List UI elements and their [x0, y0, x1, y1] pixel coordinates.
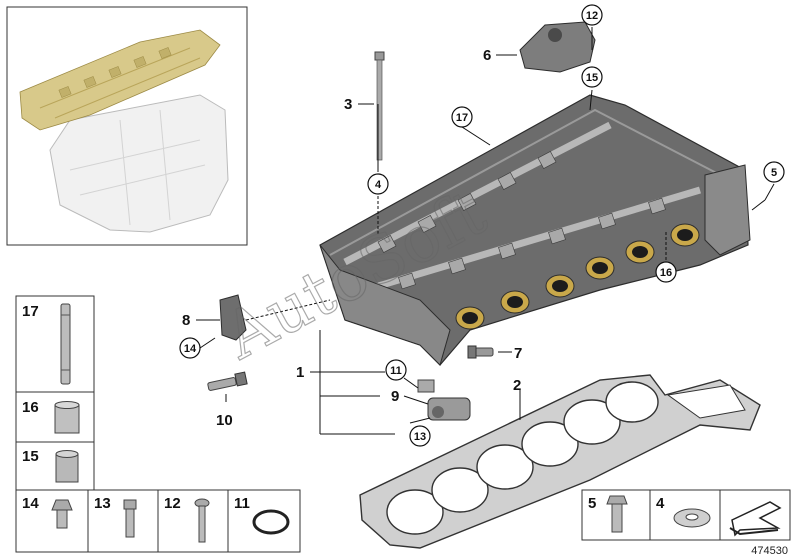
reference-number: 474530: [751, 545, 788, 557]
svg-text:15: 15: [586, 72, 598, 84]
legend-left: [15, 295, 95, 491]
legend-label-17: 17: [22, 303, 39, 320]
leader-lines: [196, 27, 775, 435]
legend-part-17-stud: [60, 303, 71, 385]
callout-9: 9: [391, 388, 399, 405]
legend-bottom: [15, 489, 301, 553]
callout-16: 16: [655, 261, 677, 283]
legend-label-5: 5: [588, 495, 596, 512]
engine-overview-inset: [6, 6, 248, 246]
svg-text:14: 14: [184, 343, 197, 355]
legend-part-11-oring: [252, 509, 290, 535]
callout-10: 10: [216, 412, 233, 429]
part-10-sensor: [207, 371, 248, 391]
svg-text:13: 13: [414, 431, 426, 443]
callout-1: 1: [296, 364, 304, 381]
part-7-sensor: [467, 345, 494, 359]
callout-6: 6: [483, 47, 491, 64]
callout-3: 3: [344, 96, 352, 113]
legend-label-4: 4: [656, 495, 665, 512]
callout-11: 11: [385, 359, 407, 381]
cylinder-head: [319, 94, 751, 366]
legend-label-16: 16: [22, 399, 39, 416]
callout-2: 2: [513, 377, 521, 394]
legend-label-11: 11: [234, 495, 250, 512]
callout-15: 15: [581, 66, 603, 88]
svg-text:12: 12: [586, 10, 598, 22]
legend-label-15: 15: [22, 448, 39, 465]
legend-part-16-tappet: [54, 401, 80, 434]
svg-text:16: 16: [660, 267, 672, 279]
legend-label-13: 13: [94, 495, 111, 512]
callout-8: 8: [182, 312, 190, 329]
legend-part-5-bolt: [606, 495, 628, 533]
legend-part-12-bolt: [194, 498, 210, 543]
part-9-valve: [417, 379, 471, 421]
callout-5: 5: [763, 161, 785, 183]
svg-text:11: 11: [390, 365, 402, 377]
legend-right: [581, 489, 791, 541]
callout-12: 12: [581, 4, 603, 26]
part-6-bracket: [519, 21, 596, 73]
svg-text:5: 5: [771, 167, 777, 179]
part-8-bracket: [219, 294, 247, 341]
callout-13: 13: [409, 425, 431, 447]
callout-4: 4: [367, 173, 389, 195]
legend-part-15-tappet: [55, 450, 79, 483]
svg-text:17: 17: [456, 112, 468, 124]
legend-arrow-icon: [729, 501, 782, 537]
legend-label-12: 12: [164, 495, 181, 512]
callout-17: 17: [451, 106, 473, 128]
legend-label-14: 14: [22, 495, 39, 512]
legend-part-13-screw: [123, 499, 137, 538]
part-3-bolt: [374, 51, 385, 161]
callout-7: 7: [514, 345, 522, 362]
callout-14: 14: [179, 337, 201, 359]
legend-part-14-bolt: [51, 499, 73, 529]
svg-text:4: 4: [375, 179, 382, 191]
part-2-gasket: [359, 374, 761, 549]
legend-part-4-washer: [673, 508, 711, 528]
